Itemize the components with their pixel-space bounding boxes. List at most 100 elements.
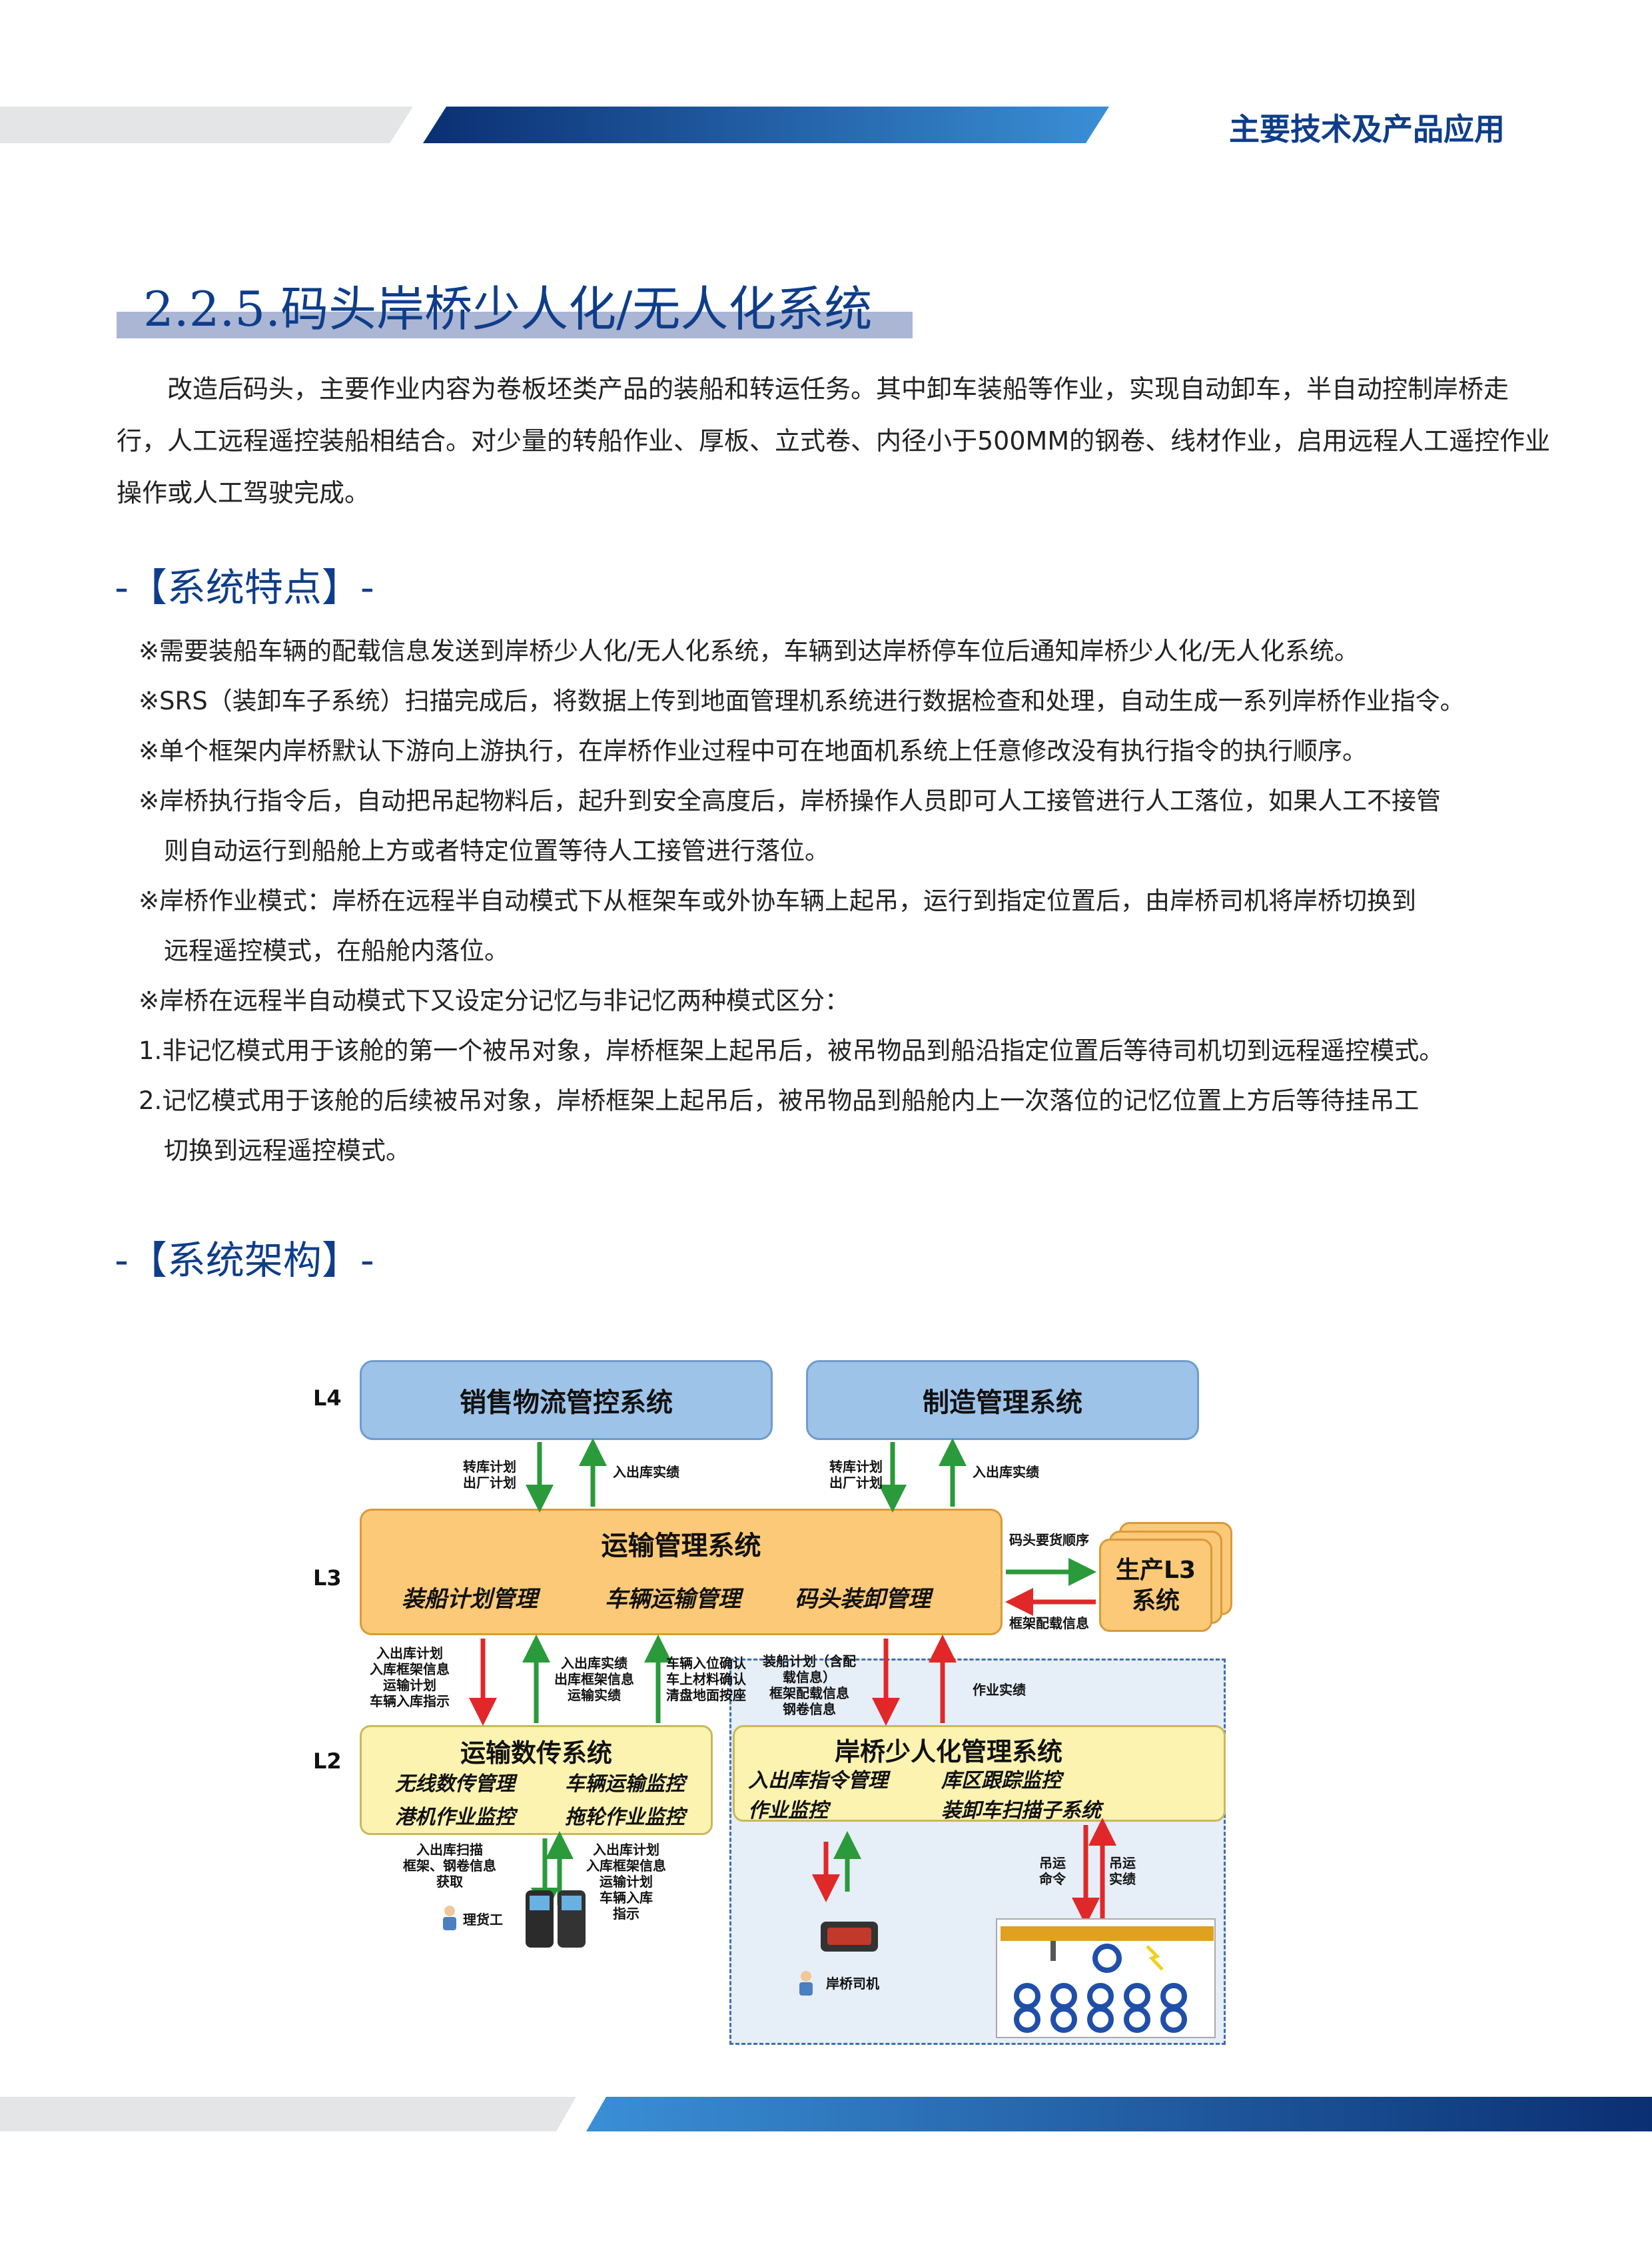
- label-text: 出厂计划: [829, 1475, 883, 1491]
- features-list: ※需要装船车辆的配载信息发送到岸桥少人化/无人化系统，车辆到达岸桥停车位后通知岸…: [139, 626, 1465, 1176]
- crane-sys-item: 入出库指令管理: [748, 1769, 888, 1792]
- feature-line: 切换到远程遥控模式。: [164, 1136, 410, 1165]
- label-crane-cmd: 吊运 命令: [1039, 1855, 1066, 1887]
- label-text: 出库框架信息: [554, 1671, 634, 1687]
- level-label-l2: L2: [313, 1748, 342, 1774]
- label-to-prod: 码头要货顺序: [1009, 1532, 1089, 1548]
- footer-decoration: [0, 2097, 1652, 2131]
- label-text: 实绩: [1109, 1871, 1136, 1887]
- data-sys-item: 港机作业监控: [395, 1806, 515, 1829]
- label-text: 载信息）: [783, 1669, 836, 1685]
- label-l4-down1: 转库计划 出厂计划: [463, 1459, 516, 1491]
- feature-line: 1.非记忆模式用于该舱的第一个被吊对象，岸桥框架上起吊后，被吊物品到船沿指定位置…: [139, 1036, 1444, 1065]
- feature-line: ※岸桥作业模式：岸桥在远程半自动模式下从框架车或外协车辆上起吊，运行到指定位置后…: [139, 887, 1416, 915]
- crane-scene: [996, 1918, 1216, 2038]
- transport-mgmt-title: 运输管理系统: [601, 1531, 761, 1561]
- manufacturing-box: 制造管理系统: [806, 1360, 1199, 1440]
- diagram-arrows: [469, 1438, 1116, 1926]
- label-text: 车上材料确认: [666, 1671, 746, 1687]
- header-decoration: [0, 107, 1109, 143]
- crane-sys-item: 装卸车扫描子系统: [941, 1799, 1101, 1822]
- header-title: 主要技术及产品应用: [1229, 111, 1505, 147]
- feature-line: 则自动运行到船舱上方或者特定位置等待人工接管进行落位。: [164, 837, 829, 865]
- label-text: 入出库计划: [593, 1842, 659, 1858]
- label-text: 钢卷信息: [783, 1701, 836, 1717]
- level-label-l3: L3: [313, 1565, 342, 1591]
- handheld-scanner-icon: [526, 1890, 586, 1948]
- data-transmission-box: 运输数传系统 无线数传管理 车辆运输监控 港机作业监控 拖轮作业监控: [360, 1725, 713, 1835]
- architecture-heading: -【系统架构】-: [115, 1238, 374, 1283]
- feature-line: ※单个框架内岸桥默认下游向上游执行，在岸桥作业过程中可在地面机系统上任意修改没有…: [139, 737, 1367, 765]
- label-text: 运输实绩: [568, 1687, 621, 1703]
- driver-icon: [799, 1971, 813, 1996]
- label-l4-down2: 转库计划 出厂计划: [829, 1459, 883, 1491]
- feature-line: ※需要装船车辆的配载信息发送到岸桥少人化/无人化系统，车辆到达岸桥停车位后通知岸…: [139, 637, 1359, 665]
- label-text: 清盘地面按座: [666, 1687, 746, 1703]
- label-text: 车辆入库: [600, 1890, 653, 1906]
- label-text: 框架、钢卷信息: [403, 1858, 496, 1874]
- prod-l3-label: 系统: [1131, 1587, 1180, 1615]
- data-sys-item: 拖轮作业监控: [565, 1806, 685, 1829]
- label-text: 运输计划: [600, 1874, 653, 1890]
- label-text: 入库框架信息: [586, 1858, 666, 1874]
- transport-item: 装船计划管理: [402, 1586, 538, 1613]
- intro-line: 操作或人工驾驶完成。: [117, 478, 370, 508]
- label-text: 指示: [613, 1906, 639, 1922]
- label-l3-up-mid: 入出库实绩 出库框架信息 运输实绩: [554, 1655, 634, 1703]
- feature-line: 2.记忆模式用于该舱的后续被吊对象，岸桥框架上起吊后，被吊物品到船舱内上一次落位…: [139, 1086, 1420, 1115]
- architecture-diagram: L4 L3 L2 销售物流管控系统 制造管理系统 运输管理系统 装船计划管理 车…: [293, 1352, 1246, 2058]
- data-sys-item: 无线数传管理: [395, 1772, 515, 1796]
- label-l3-up-crane: 作业实绩: [973, 1682, 1026, 1698]
- label-text: 装船计划（含配: [763, 1653, 856, 1669]
- label-text: 入出库扫描: [416, 1842, 483, 1858]
- label-l3-down-left: 入出库计划 入库框架信息 运输计划 车辆入库指示: [370, 1645, 450, 1709]
- transport-mgmt-box: 运输管理系统 装船计划管理 车辆运输管理 码头装卸管理: [360, 1509, 1003, 1635]
- intro-line: 改造后码头，主要作业内容为卷板坯类产品的装船和转运任务。其中卸车装船等作业，实现…: [167, 374, 1509, 404]
- crane-sys-item: 作业监控: [748, 1799, 828, 1822]
- worker-icon: [443, 1906, 456, 1930]
- section-title: 2.2.5.码头岸桥少人化/无人化系统: [143, 281, 873, 337]
- feature-line: ※岸桥在远程半自动模式下又设定分记忆与非记忆两种模式区分：: [139, 986, 850, 1015]
- label-text: 出厂计划: [463, 1475, 516, 1491]
- features-heading: -【系统特点】-: [115, 565, 374, 610]
- crane-sys-item: 库区跟踪监控: [941, 1769, 1061, 1792]
- label-text: 命令: [1039, 1871, 1066, 1887]
- label-text: 转库计划: [829, 1459, 883, 1475]
- label-text: 车辆入库指示: [370, 1693, 450, 1709]
- feature-line: ※岸桥执行指令后，自动把吊起物料后，起升到安全高度后，岸桥操作人员即可人工接管进…: [139, 787, 1441, 815]
- level-label-l4: L4: [313, 1385, 342, 1411]
- driver-label: 岸桥司机: [826, 1976, 879, 1992]
- label-text: 吊运: [1109, 1855, 1136, 1871]
- label-text: 框架配载信息: [769, 1685, 849, 1701]
- label-text: 入库框架信息: [370, 1661, 450, 1677]
- label-text: 获取: [436, 1874, 463, 1890]
- crane-mgmt-box: 岸桥少人化管理系统 入出库指令管理 库区跟踪监控 作业监控 装卸车扫描子系统: [733, 1725, 1226, 1822]
- data-sys-item: 车辆运输监控: [565, 1772, 685, 1796]
- label-text: 入出库实绩: [561, 1655, 627, 1671]
- control-console-icon: [821, 1922, 878, 1952]
- crane-sys-title: 岸桥少人化管理系统: [835, 1737, 1063, 1766]
- label-from-prod: 框架配载信息: [1009, 1615, 1089, 1631]
- feature-line: ※SRS（装卸车子系统）扫描完成后，将数据上传到地面管理机系统进行数据检查和处理…: [139, 687, 1465, 715]
- prod-l3-box: 生产L3 系统: [1099, 1539, 1212, 1632]
- data-sys-title: 运输数传系统: [460, 1738, 612, 1768]
- label-l4-up1: 入出库实绩: [613, 1464, 679, 1480]
- label-l2-left-down: 入出库计划 入库框架信息 运输计划 车辆入库 指示: [586, 1842, 666, 1922]
- label-crane-result: 吊运 实绩: [1109, 1855, 1136, 1887]
- manufacturing-label: 制造管理系统: [923, 1387, 1082, 1418]
- label-text: 运输计划: [383, 1677, 436, 1693]
- feature-line: 远程遥控模式，在船舱内落位。: [164, 936, 509, 965]
- worker-label: 理货工: [463, 1912, 503, 1928]
- crane-coils-icon: [1001, 1926, 1214, 2033]
- sales-logistics-box: 销售物流管控系统: [360, 1360, 773, 1440]
- label-text: 入出库计划: [376, 1645, 443, 1661]
- label-text: 转库计划: [463, 1459, 516, 1475]
- transport-item: 码头装卸管理: [795, 1586, 931, 1613]
- intro-line: 行，人工远程遥控装船相结合。对少量的转船作业、厚板、立式卷、内径小于500MM的…: [117, 426, 1551, 456]
- sales-logistics-label: 销售物流管控系统: [460, 1387, 673, 1418]
- label-l3-up-mid2: 车辆入位确认 车上材料确认 清盘地面按座: [666, 1655, 746, 1703]
- label-text: 吊运: [1039, 1855, 1066, 1871]
- label-l4-up2: 入出库实绩: [973, 1464, 1039, 1480]
- prod-l3-label: 生产L3: [1116, 1557, 1196, 1584]
- title-underline: [117, 312, 913, 338]
